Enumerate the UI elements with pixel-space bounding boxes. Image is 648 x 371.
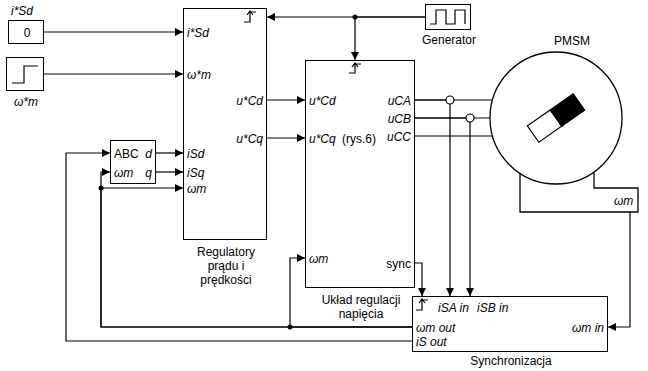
junction-dot <box>353 15 358 20</box>
signal-wire <box>355 17 425 60</box>
generator-block: Generator <box>425 4 471 30</box>
port-label: u*Cq <box>236 132 263 146</box>
port-label: ωm <box>114 166 133 180</box>
signal-wire <box>44 73 183 74</box>
port-label: iSB in <box>477 301 508 315</box>
port-label: iSA in <box>438 301 469 315</box>
signal-wire <box>156 171 183 172</box>
port-label: uCA <box>388 94 411 108</box>
port-label: ωm <box>614 194 633 208</box>
signal-wire <box>415 100 450 296</box>
port-label: d <box>145 147 152 161</box>
transform-block: ABC dωmq <box>110 140 156 184</box>
port-label: u*Cd <box>309 94 336 108</box>
port-label: uCC <box>387 130 411 144</box>
port-label: uCB <box>388 112 411 126</box>
signal-wire <box>415 263 422 296</box>
current-sensor <box>446 96 454 104</box>
junction-dot <box>99 186 104 191</box>
figure-reference: (rys.6) <box>342 132 376 146</box>
port-label: ωm out <box>416 321 455 335</box>
signal-wire <box>267 99 305 100</box>
sync-block: ωm outiS outiSA iniSB inωm inSynchroniza… <box>412 296 608 352</box>
port-label: q <box>145 166 152 180</box>
current-sensor <box>466 114 474 122</box>
trigger-symbol <box>244 11 256 22</box>
voltage-control-block: u*Cdu*Cq(rys.6)ωmuCAuCBuCCsyncUkład regu… <box>305 60 415 288</box>
block-caption: Synchronizacja <box>413 354 609 368</box>
port-label: ωm <box>187 182 206 196</box>
step-block: ω*m <box>6 57 44 91</box>
port-label: iSd <box>187 147 204 161</box>
signal-wire <box>156 152 183 153</box>
block-caption: Regulatory prądu i prędkości <box>184 245 268 287</box>
block-label: ABC <box>114 147 139 161</box>
trigger-symbol <box>416 299 428 310</box>
motor-drawing <box>490 52 642 212</box>
junction-dot <box>288 325 293 330</box>
signal-name: ω*m <box>7 95 45 109</box>
port-label: u*Cd <box>236 94 263 108</box>
signal-wire <box>415 118 470 296</box>
pulse-symbol <box>430 10 465 24</box>
port-label: iS out <box>416 335 447 349</box>
constant-block: i*Sd0 <box>8 20 44 44</box>
port-label: ωm in <box>572 321 604 335</box>
step-symbol <box>12 66 38 83</box>
block-caption: Układ regulacji napięcia <box>306 293 416 321</box>
signal-wire <box>608 212 630 327</box>
port-label: ω*m <box>187 68 211 82</box>
magnet-symbol <box>527 94 584 143</box>
motor-symbol: PMSMωm <box>490 52 642 212</box>
port-label: sync <box>386 257 411 271</box>
motor-housing <box>490 52 622 184</box>
trigger-symbol <box>349 63 361 73</box>
port-label: i*Sd <box>187 26 209 40</box>
signal-wire <box>44 31 183 32</box>
signal-wire <box>267 137 305 138</box>
signal-name: i*Sd <box>11 4 33 18</box>
port-label: ωm <box>309 252 328 266</box>
port-label: u*Cq <box>309 132 336 146</box>
block-caption: Generator <box>399 33 499 47</box>
motor-name: PMSM <box>554 34 590 48</box>
signal-wire <box>415 135 493 136</box>
constant-value: 0 <box>9 26 45 40</box>
controller-block: i*Sdω*miSdiSqωmu*Cdu*CqRegulatory prądu … <box>183 8 267 240</box>
port-label: iSq <box>187 166 204 180</box>
